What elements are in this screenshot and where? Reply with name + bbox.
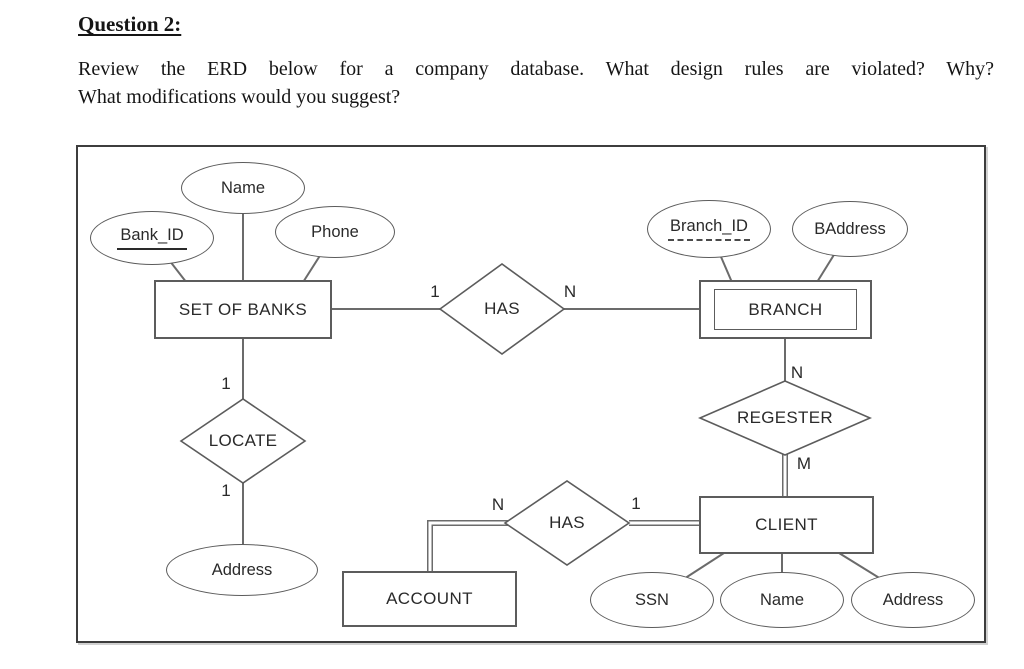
attribute-client-ssn: SSN: [590, 572, 714, 628]
relationship-regester: REGESTER: [737, 408, 833, 427]
attribute-client-address-label: Address: [882, 590, 944, 609]
attribute-locate-address: Address: [166, 544, 318, 596]
diamond-regester: [697, 380, 873, 456]
cardinality-account-has: N: [491, 495, 505, 514]
attribute-client-ssn-label: SSN: [635, 590, 669, 609]
entity-set-of-banks-label: SET OF BANKS: [178, 299, 308, 319]
entity-branch: BRANCH: [699, 280, 872, 339]
cardinality-has-branch: N: [563, 282, 577, 301]
cardinality-bank-locate: 1: [221, 374, 231, 393]
attribute-locate-address-label: Address: [211, 560, 273, 579]
attribute-bank-id-label: Bank_ID: [117, 226, 187, 250]
cardinality-locate-address: 1: [221, 481, 231, 500]
erd-diagram: Name Bank_ID Phone Branch_ID BAddress Ad…: [76, 145, 986, 643]
entity-branch-label: BRANCH: [748, 299, 823, 319]
diamond-has-account-client: [503, 480, 631, 566]
diamond-has-bank-branch: [438, 263, 566, 355]
relationship-has-bank-branch: HAS: [484, 299, 520, 318]
attribute-bank-name-label: Name: [220, 178, 265, 197]
question-heading: Question 2:: [78, 12, 182, 36]
attribute-bank-phone-label: Phone: [311, 222, 359, 241]
attribute-bank-name: Name: [181, 162, 305, 214]
attribute-client-address: Address: [851, 572, 975, 628]
entity-client: CLIENT: [699, 496, 874, 554]
relationship-has-account-client: HAS: [549, 513, 585, 532]
relationship-locate: LOCATE: [208, 431, 278, 450]
attribute-client-name-label: Name: [759, 590, 804, 609]
attribute-bank-id: Bank_ID: [90, 211, 214, 265]
connector-account-has-core: [428, 521, 508, 574]
cardinality-regester-client: M: [796, 454, 812, 473]
attribute-bank-phone: Phone: [275, 206, 395, 258]
attribute-branch-baddress: BAddress: [792, 201, 908, 257]
cardinality-has-client: 1: [631, 494, 641, 513]
entity-set-of-banks: SET OF BANKS: [154, 280, 332, 339]
question-text-line2: What modifications would you suggest?: [78, 86, 401, 108]
attribute-branch-id-label: Branch_ID: [668, 217, 750, 241]
cardinality-bank-has: 1: [430, 282, 440, 301]
entity-account: ACCOUNT: [342, 571, 517, 627]
attribute-branch-baddress-label: BAddress: [814, 219, 886, 238]
entity-account-label: ACCOUNT: [386, 589, 473, 608]
entity-branch-inner-rect: BRANCH: [714, 289, 857, 330]
erd-connectors-layer: [151, 188, 911, 599]
entity-client-label: CLIENT: [755, 515, 818, 534]
question-text-line1: Review the ERD below for a company datab…: [78, 58, 994, 80]
cardinality-branch-regester: N: [790, 363, 804, 382]
diamond-locate: [179, 398, 307, 484]
connector-account-has-double: [427, 520, 508, 574]
attribute-branch-id: Branch_ID: [647, 200, 771, 258]
attribute-client-name: Name: [720, 572, 844, 628]
